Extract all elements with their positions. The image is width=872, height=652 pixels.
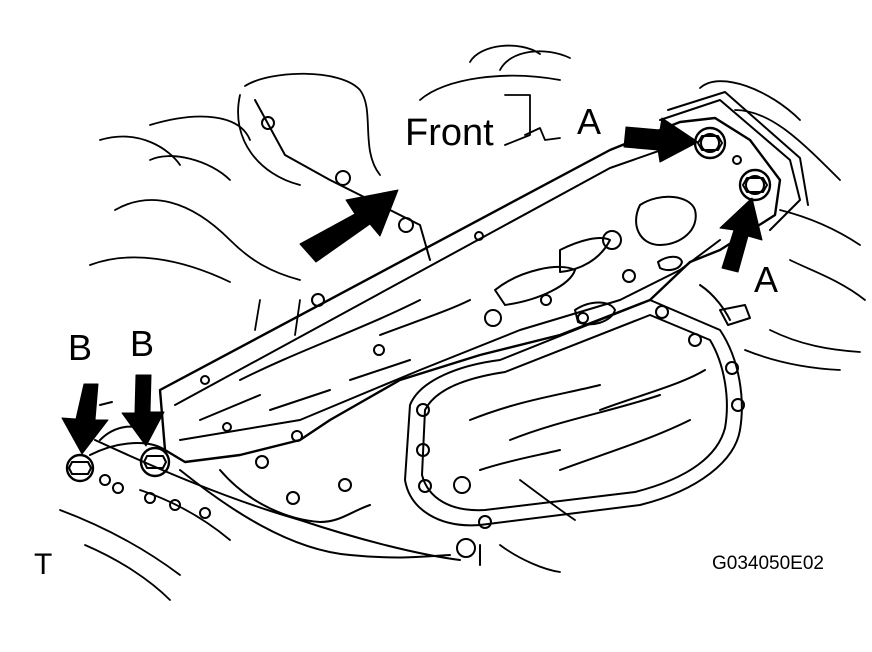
bolt-icon-b1 [65, 453, 95, 483]
bolt-icon-a1 [693, 126, 727, 160]
label-b-right: B [130, 323, 155, 364]
figure-code: G034050E02 [712, 553, 824, 574]
corner-mark: T [34, 548, 53, 581]
arrow-icon-front [299, 189, 399, 263]
arrow-icon-a-right [719, 197, 763, 273]
oil-pan [404, 284, 751, 566]
engine-contours [59, 44, 866, 601]
label-a-right: A [754, 259, 779, 300]
engine-lower-edge [94, 439, 461, 561]
label-b-left: B [68, 327, 93, 368]
bolt-flange [89, 442, 166, 456]
front-label: Front [405, 112, 494, 154]
label-a-top: A [577, 101, 602, 142]
bolt-icon-a2 [738, 168, 772, 202]
arrow-icon-a-top [623, 117, 699, 163]
stiffener-brace [158, 116, 782, 464]
arrow-icon-b-left [61, 383, 109, 455]
small-dash [99, 401, 113, 406]
arrow-icon-b-right [121, 374, 165, 447]
bolt-icon-b2 [139, 446, 171, 478]
small-hole [732, 155, 742, 165]
